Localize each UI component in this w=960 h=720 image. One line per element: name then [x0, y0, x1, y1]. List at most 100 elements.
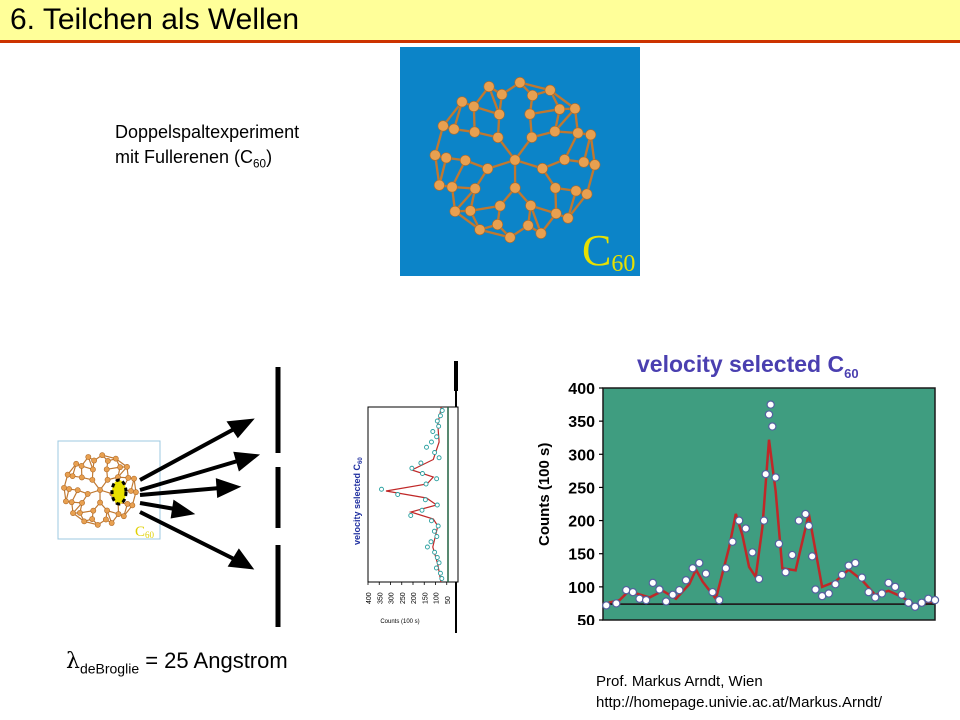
title-underline: [0, 40, 960, 43]
data-point: [714, 595, 724, 605]
source-label: C60: [135, 524, 155, 540]
data-point: [917, 598, 926, 607]
data-point: [811, 585, 820, 594]
fullerene-atom: [570, 185, 582, 197]
data-point: [435, 523, 441, 529]
chart-ylabel: Counts (100 s): [536, 443, 553, 546]
data-point: [721, 564, 731, 573]
data-point: [910, 602, 920, 611]
data-point: [434, 476, 440, 482]
data-point: [884, 578, 893, 588]
fullerene-atom: [73, 460, 80, 467]
credit-name: Prof. Markus Arndt, Wien: [596, 673, 763, 690]
fullerene-atom: [78, 474, 85, 481]
fullerene-atom: [108, 520, 115, 526]
small-chart-plot-area: [367, 406, 459, 583]
data-point: [930, 595, 940, 605]
data-point: [432, 450, 438, 455]
data-point: [602, 601, 611, 610]
beam-arrow-1-head: [226, 418, 255, 439]
fullerene-atom: [85, 454, 92, 460]
beam-arrow-3-head: [215, 478, 242, 499]
y-tick-label: 350: [568, 414, 595, 431]
fullerene-atom: [448, 123, 460, 135]
fullerene-atom: [525, 200, 537, 212]
x-tick-label: 100: [434, 592, 441, 604]
data-point: [434, 502, 440, 508]
y-tick-label: 100: [568, 580, 595, 597]
data-point: [434, 434, 440, 440]
fullerene-atom: [550, 207, 562, 219]
fullerene-atom: [77, 509, 83, 516]
fullerene-atom: [509, 182, 521, 194]
credit-url: http://homepage.univie.ac.at/Markus.Arnd…: [596, 694, 882, 711]
data-point: [409, 465, 415, 471]
data-point: [831, 580, 840, 589]
fullerene-atom: [129, 502, 136, 509]
data-point: [804, 521, 814, 531]
beam-arrow-5: [139, 510, 237, 562]
data-point: [436, 560, 442, 566]
fullerene-atom: [90, 466, 96, 473]
data-point: [436, 455, 442, 461]
fullerene-atom: [97, 499, 103, 506]
data-point: [424, 544, 430, 550]
fullerene-atom: [437, 120, 449, 132]
fullerene-atom: [81, 518, 88, 525]
y-tick-label: 200: [568, 514, 595, 531]
fullerene-atom: [581, 188, 593, 200]
fullerene-atom: [585, 129, 597, 141]
data-point: [419, 471, 425, 476]
fullerene-atom: [69, 473, 76, 480]
data-point: [612, 599, 621, 608]
data-point: [661, 597, 671, 606]
x-tick-label: 50: [445, 596, 452, 604]
data-point: [837, 570, 847, 580]
fullerene-atom: [89, 476, 96, 483]
x-tick-label: 350: [377, 592, 384, 604]
fullerene-atom: [125, 474, 132, 481]
data-point: [437, 570, 443, 576]
page-title: 6. Teilchen als Wellen: [10, 3, 300, 36]
caption-line-2: mit Fullerenen (C60): [115, 145, 299, 177]
data-point: [439, 576, 445, 581]
fullerene-atom: [70, 510, 76, 517]
data-point: [864, 587, 873, 597]
beam-arrows: [139, 418, 261, 570]
lambda-subscript: deBroglie: [79, 660, 140, 677]
fullerene-atom: [63, 498, 69, 505]
fullerene-atom: [494, 200, 506, 212]
fullerene-atom: [496, 88, 508, 100]
data-point: [424, 444, 429, 450]
fullerene-atom: [124, 463, 130, 470]
data-point: [418, 460, 424, 466]
caption: Doppelspaltexperiment mit Fullerenen (C6…: [115, 120, 299, 177]
data-point: [422, 497, 428, 503]
fullerene-atom: [90, 507, 97, 514]
fullerene-atom: [115, 511, 122, 517]
fullerene-atom: [526, 131, 538, 143]
data-point: [688, 564, 697, 573]
data-point: [428, 518, 434, 524]
data-point: [428, 439, 434, 445]
debroglie-formula: λdeBroglie = 25 Angstrom: [66, 648, 288, 676]
fullerene-atom: [493, 108, 505, 120]
data-point: [768, 422, 777, 431]
data-point: [761, 469, 770, 479]
beam-arrow-2: [139, 458, 242, 492]
fullerene-atom: [492, 131, 504, 143]
fullerene-atom: [103, 466, 110, 473]
fullerene-atom: [104, 476, 111, 483]
data-point: [877, 589, 887, 598]
lambda-symbol: λ: [66, 649, 80, 674]
fullerene-atom: [91, 457, 97, 464]
small-interference-chart: velocity selected C60 Counts (100 s) 400…: [352, 406, 459, 625]
caption-prefix: mit Fullerenen (C: [115, 147, 254, 167]
fullerene-atom: [483, 81, 495, 93]
fullerene-atom: [429, 149, 441, 161]
fullerene-atom: [104, 458, 111, 464]
data-point: [635, 594, 644, 603]
data-point: [807, 552, 817, 561]
